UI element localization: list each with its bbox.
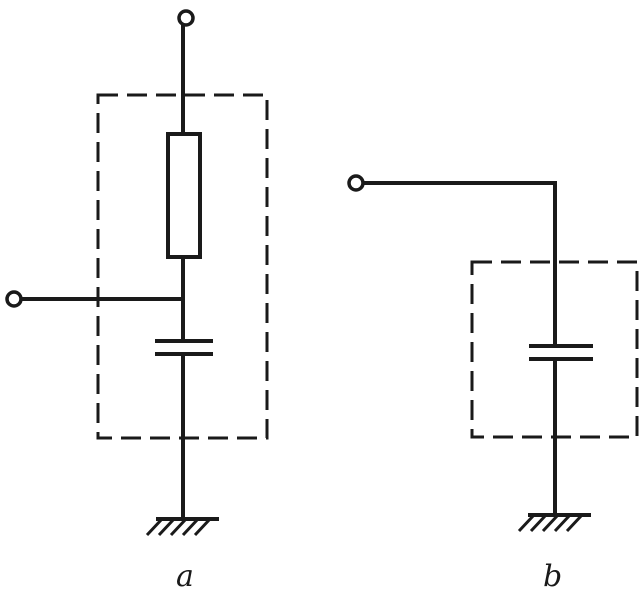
ground-a-symbol (145, 517, 219, 537)
resistor-symbol (166, 132, 202, 259)
circuit-b (347, 174, 639, 533)
circuit-a-label: a (176, 559, 194, 594)
circuit-a-input-terminal (5, 290, 23, 308)
circuit-a-enclosure (96, 93, 269, 440)
circuit-b-input-terminal (347, 174, 365, 192)
circuit-b-label: b (543, 559, 563, 594)
circuit-a (5, 9, 269, 537)
circuit-a-top-terminal (177, 9, 195, 27)
capacitor-b-symbol (529, 344, 593, 361)
ground-b-symbol (517, 513, 591, 533)
circuit-b-enclosure (470, 260, 639, 439)
